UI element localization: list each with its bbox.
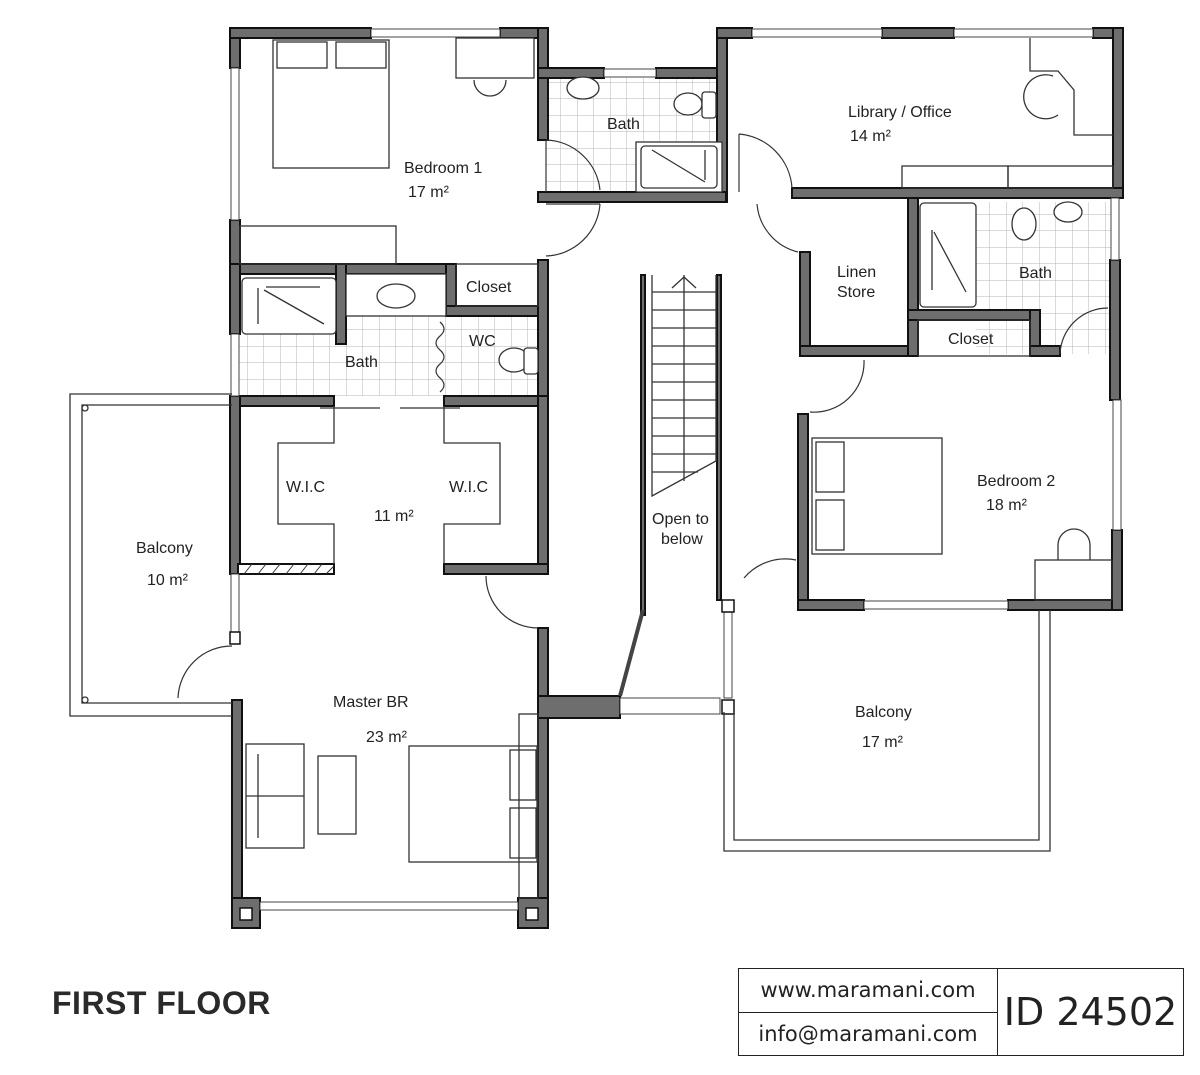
windows [229,28,1122,911]
room-labels: Bedroom 1 17 m² Bath Library / Office 14… [136,104,1055,751]
right-bath-fixtures [917,201,1083,357]
label-linen: Linen [837,264,876,281]
label-bedroom1: Bedroom 1 [404,160,482,177]
label-wic-left: W.I.C [286,479,325,496]
label-bath-master: Bath [345,354,378,371]
contact-column: www.maramani.com info@maramani.com [739,969,998,1055]
balcony-right-outline [723,610,1051,852]
bedroom2-furniture [811,437,1113,601]
columns [239,907,539,921]
label-bath-right: Bath [1019,265,1052,282]
master-bath-fixtures [241,263,539,375]
library-furniture [901,38,1114,189]
label-library: Library / Office [848,104,952,121]
bedroom1-furniture [239,37,535,265]
area-balcony-right: 17 m² [862,734,904,751]
tile-grid-bath-right [976,202,1112,354]
label-balcony-left: Balcony [136,540,193,557]
label-closet-left: Closet [466,279,512,296]
title-block: www.maramani.com info@maramani.com ID 24… [738,968,1184,1056]
wic-shelving [277,406,501,564]
label-store: Store [837,284,875,301]
area-balcony-left: 10 m² [147,572,189,589]
label-wc: WC [469,333,496,350]
label-bath-top: Bath [607,116,640,133]
label-open-to: Open to [652,511,709,528]
label-below: below [661,531,703,548]
area-bedroom2: 18 m² [986,497,1028,514]
floor-title: FIRST FLOOR [52,985,271,1021]
label-balcony-right: Balcony [855,704,912,721]
master-furniture [245,713,539,899]
doors [177,133,1109,699]
website-link[interactable]: www.maramani.com [739,969,997,1013]
label-wic-right: W.I.C [449,479,488,496]
plan-id: ID 24502 [1003,990,1178,1034]
area-bedroom1: 17 m² [408,184,450,201]
hatched-wall [237,563,335,575]
bath-top-fixtures [566,76,723,193]
label-master: Master BR [333,694,409,711]
area-wic: 11 m² [374,508,414,525]
staircase [618,275,717,697]
balcony-left-outline [69,393,232,717]
area-library: 14 m² [850,128,892,145]
label-closet-right: Closet [948,331,994,348]
area-master: 23 m² [366,729,408,746]
label-bedroom2: Bedroom 2 [977,473,1055,490]
email-link[interactable]: info@maramani.com [758,1021,978,1046]
